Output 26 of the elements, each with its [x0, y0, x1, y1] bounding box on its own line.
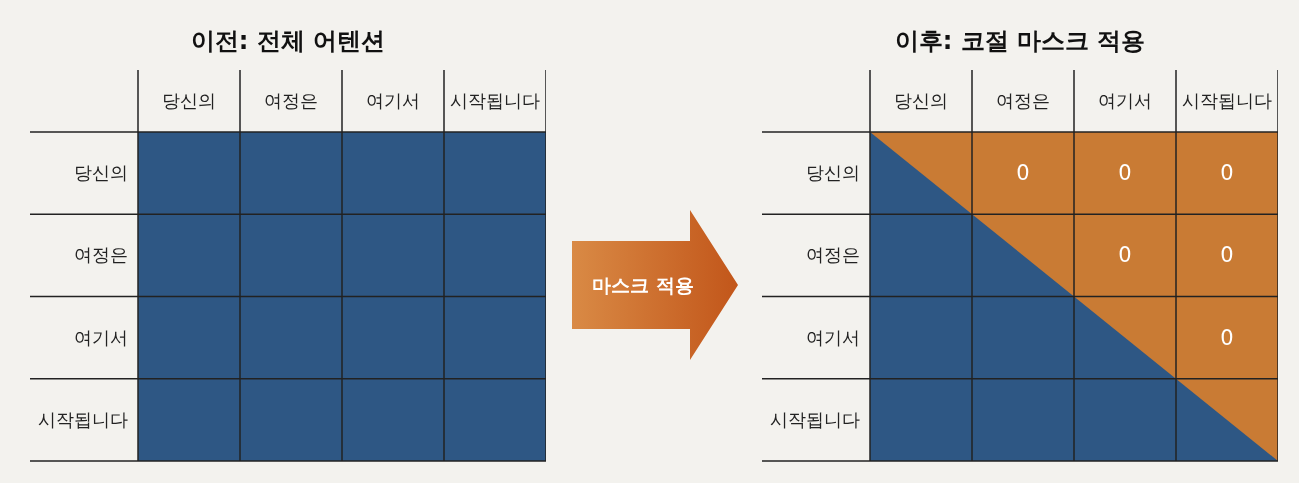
column-header: 여기서 [365, 89, 421, 113]
cell-value: 0 [1016, 160, 1030, 188]
row-header: 당신의 [806, 161, 860, 185]
column-header: 당신의 [893, 89, 949, 113]
cell-value: 0 [1118, 242, 1132, 270]
column-header: 여정은 [995, 89, 1051, 113]
row-header: 당신의 [74, 161, 128, 185]
panel-title: 이전: 전체 어텐션 [190, 26, 386, 56]
column-header: 시작됩니다 [1181, 89, 1273, 113]
column-header: 여정은 [263, 89, 319, 113]
edge-label: 마스크 적용 [592, 273, 694, 298]
column-header: 시작됩니다 [449, 89, 541, 113]
row-header: 여기서 [806, 325, 860, 350]
panel-title: 이후: 코절 마스크 적용 [894, 26, 1146, 56]
cell-value: 0 [1220, 324, 1234, 352]
cell-value: 0 [1220, 160, 1234, 188]
block-arrow [572, 210, 738, 360]
row-header: 여정은 [74, 243, 128, 268]
cell-value: 0 [1118, 160, 1132, 188]
row-header: 여정은 [806, 243, 860, 268]
row-header: 시작됩니다 [38, 407, 128, 432]
cell-value: 0 [1220, 242, 1234, 270]
column-header: 여기서 [1097, 89, 1153, 113]
row-header: 여기서 [74, 325, 128, 350]
row-header: 시작됩니다 [770, 407, 860, 432]
column-header: 당신의 [161, 89, 217, 113]
